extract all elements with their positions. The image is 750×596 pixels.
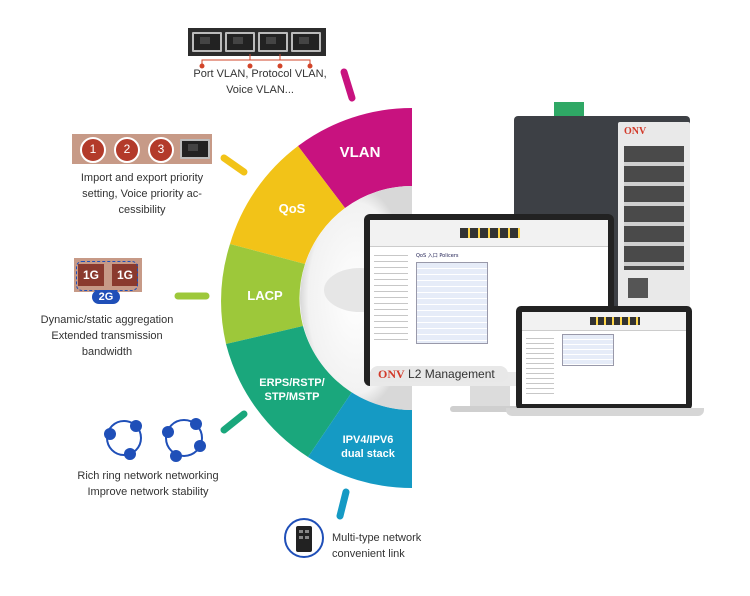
- ethernet-port-icon: [180, 139, 210, 159]
- ethernet-port-icon: [192, 32, 222, 52]
- vlan-caption-line2: Voice VLAN...: [226, 84, 294, 96]
- wheel-label-erps-1: ERPS/RSTP/: [259, 377, 324, 389]
- ethernet-port-icon: [291, 32, 321, 52]
- vlan-caption-line1: Port VLAN, Protocol VLAN,: [193, 68, 327, 80]
- priority-badge-1: 1: [80, 137, 106, 163]
- vlan-ports-image: [188, 28, 326, 56]
- monitor-brand: ONV: [378, 367, 405, 381]
- link-caption-line2: convenient link: [332, 548, 405, 560]
- qos-caption-line2: setting, Voice priority ac-: [82, 188, 202, 200]
- qos-caption-line3: cessibility: [118, 204, 166, 216]
- wheel-segment-lacp: [221, 244, 305, 344]
- monitor-base: [450, 406, 534, 412]
- ring-caption-line1: Rich ring network networking: [77, 470, 219, 482]
- device-brand-logo: ONV: [624, 126, 647, 137]
- qos-ports-image: 1 2 3: [72, 134, 212, 164]
- wheel-segment-vlan: [298, 108, 412, 208]
- port-1g-right: 1G: [112, 264, 138, 286]
- aggregated-2g-badge: 2G: [92, 290, 120, 304]
- qos-caption: Import and export priority setting, Voic…: [62, 170, 222, 218]
- wheel-segment-qos: [230, 146, 345, 264]
- lacp-caption-line3: bandwidth: [81, 346, 133, 358]
- vlan-link-lines: [199, 54, 313, 69]
- wheel-label-lacp: LACP: [247, 288, 283, 303]
- lacp-ports-image: 1G 1G: [74, 258, 142, 298]
- ring-caption: Rich ring network networking Improve net…: [58, 468, 238, 500]
- qos-caption-line1: Import and export priority: [80, 172, 204, 184]
- device-circle-icon: [284, 518, 324, 558]
- vlan-connector: [340, 68, 356, 102]
- lacp-caption: Dynamic/static aggregation Extended tran…: [22, 312, 192, 360]
- monitor-stand: [470, 386, 510, 408]
- port-1g-left: 1G: [78, 264, 104, 286]
- vlan-caption: Port VLAN, Protocol VLAN, Voice VLAN...: [170, 66, 350, 98]
- wheel-label-erps-2: STP/MSTP: [264, 391, 319, 403]
- monitor-caption-bar: ONV L2 Management: [370, 366, 508, 382]
- monitor-image: QoS 入口 Policers: [364, 214, 614, 386]
- priority-badge-3: 3: [148, 137, 174, 163]
- laptop-image: [516, 306, 692, 410]
- wheel-label-qos: QoS: [279, 201, 306, 216]
- link-connector: [336, 488, 350, 520]
- lacp-caption-line1: Dynamic/static aggregation: [40, 314, 174, 326]
- monitor-panel-title: QoS 入口 Policers: [416, 253, 459, 259]
- link-caption: Multi-type network convenient link: [332, 530, 442, 562]
- wheel-segment-ipv: [308, 392, 412, 488]
- ring-network-icon: [104, 418, 206, 462]
- monitor-title: L2 Management: [408, 367, 495, 381]
- wheel-label-ipv-1: IPV4/IPV6: [343, 434, 394, 446]
- ring-caption-line2: Improve network stability: [87, 486, 209, 498]
- wheel-label-vlan: VLAN: [340, 144, 381, 161]
- ethernet-port-icon: [258, 32, 288, 52]
- link-caption-line1: Multi-type network: [332, 532, 422, 544]
- lacp-caption-line2: Extended transmission: [51, 330, 163, 342]
- qos-connector: [220, 154, 248, 176]
- laptop-base: [506, 408, 704, 416]
- wheel-segment-erps: [226, 326, 352, 457]
- wheel-label-ipv-2: dual stack: [341, 448, 396, 460]
- priority-badge-2: 2: [114, 137, 140, 163]
- ring-connector: [220, 410, 248, 434]
- ethernet-port-icon: [225, 32, 255, 52]
